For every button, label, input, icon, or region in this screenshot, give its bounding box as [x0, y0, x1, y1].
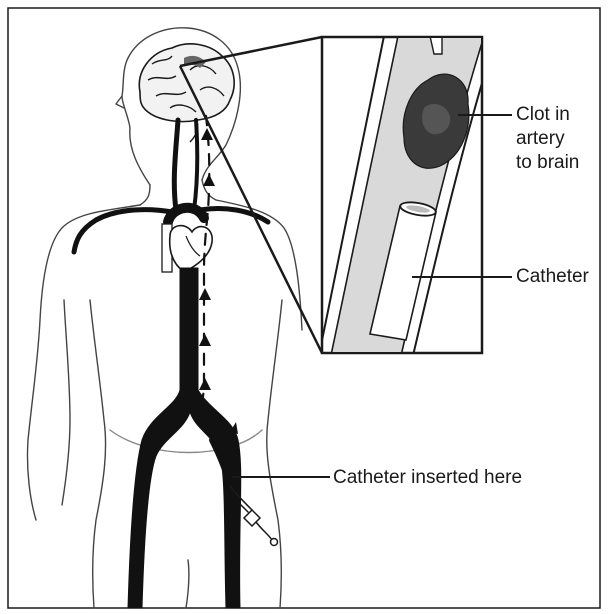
aorta	[128, 268, 241, 608]
label-clot-line1: Clot in	[516, 103, 579, 127]
inset-panel	[318, 36, 496, 360]
label-catheter-inserted: Catheter inserted here	[333, 466, 522, 490]
label-clot-line3: to brain	[516, 151, 579, 175]
label-clot-line2: artery	[516, 127, 579, 151]
label-catheter: Catheter	[516, 265, 589, 289]
label-clot: Clot in artery to brain	[516, 103, 579, 175]
